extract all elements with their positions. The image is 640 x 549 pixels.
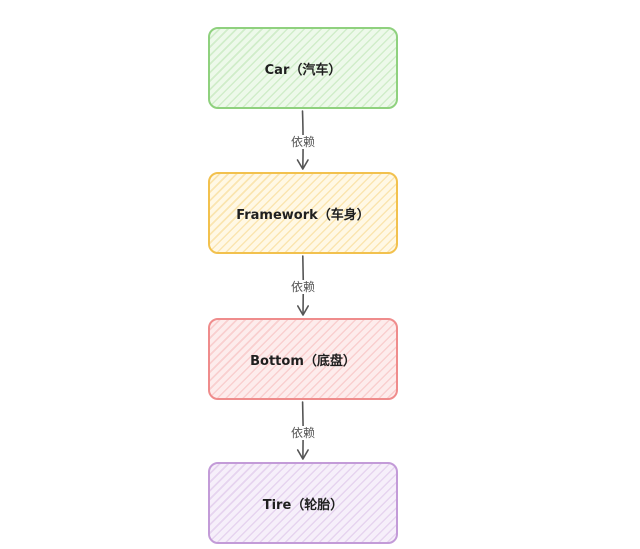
node-framework-label: Framework（车身）: [236, 207, 370, 223]
edge-label-car-framework: 依赖: [283, 135, 323, 149]
node-car-label: Car（汽车）: [264, 62, 342, 78]
edge-label-framework-bottom: 依赖: [283, 280, 323, 294]
node-bottom: Bottom（底盘）: [208, 318, 398, 400]
node-tire: Tire（轮胎）: [208, 462, 398, 544]
node-framework: Framework（车身）: [208, 172, 398, 254]
edge-label-bottom-tire: 依赖: [283, 426, 323, 440]
node-tire-label: Tire（轮胎）: [262, 497, 344, 513]
node-bottom-label: Bottom（底盘）: [250, 353, 356, 369]
node-car: Car（汽车）: [208, 27, 398, 109]
